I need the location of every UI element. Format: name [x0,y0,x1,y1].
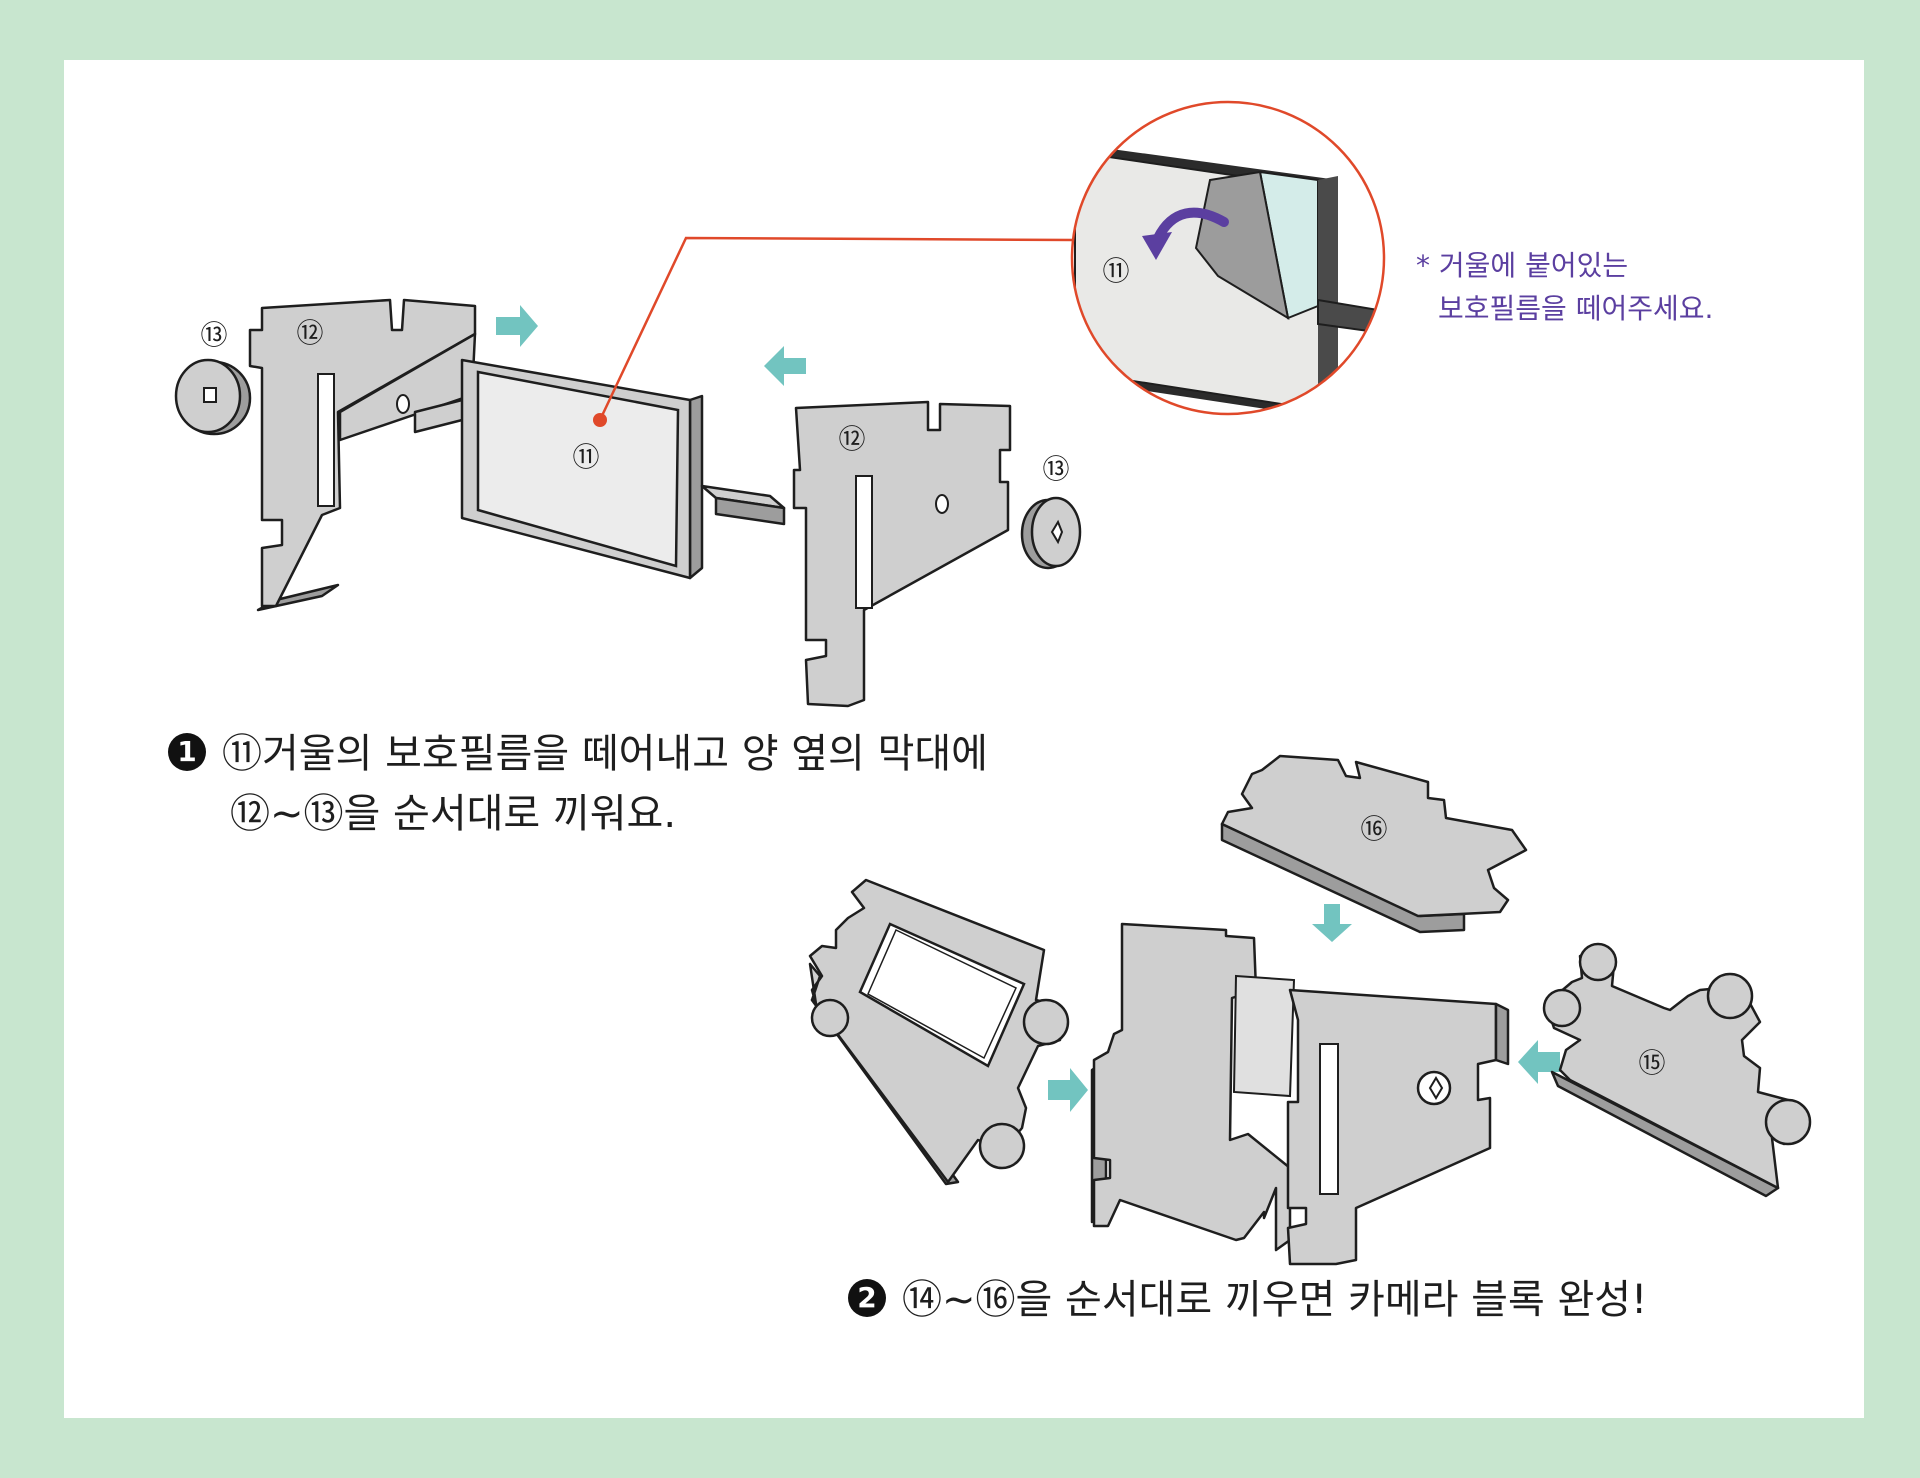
callout-dot [593,413,607,427]
zoom-callout-border [1070,100,1386,416]
note-line-1: * 거울에 붙어있는 [1416,249,1629,282]
label-16: ⑯ [1361,815,1388,846]
panel-12-right [792,400,1012,708]
instruction-panel [64,60,1864,1418]
panel-16 [1220,754,1528,934]
panel-15 [1542,942,1812,1198]
washer-13-right [1020,496,1082,570]
label-13-right: ⑬ [1043,455,1070,486]
panel-14 [808,878,1070,1186]
label-15: ⑮ [1639,1049,1666,1080]
callout-line [598,236,1076,421]
arrow-right-icon [496,305,538,347]
protective-film-note: * 거울에 붙어있는 보호필름을 떼어주세요. [1416,244,1713,331]
label-13-left: ⑬ [201,321,228,352]
mirror-11 [460,358,786,580]
step-1-instruction: 1 ⑪거울의 보호필름을 떼어내고 양 옆의 막대에 ⑫~⑬을 순서대로 끼워요. [168,724,988,844]
zoom-callout [1072,102,1384,414]
label-11-zoom: ⑪ [1103,257,1130,288]
step-2-line-1: ⑭~⑯을 순서대로 끼우면 카메라 블록 완성! [902,1277,1648,1323]
label-12-right: ⑫ [839,425,866,456]
step-2-number: 2 [848,1279,886,1317]
panel-12-left [248,298,477,612]
step-1-line-2: ⑫~⑬을 순서대로 끼워요. [230,791,677,837]
washer-13-left [174,358,252,436]
arrow-down-icon [1312,904,1352,942]
center-frame [1090,922,1510,1266]
step-1-line-1: ⑪거울의 보호필름을 떼어내고 양 옆의 막대에 [222,731,988,777]
label-12-left: ⑫ [297,319,324,350]
step-1-number: 1 [168,733,206,771]
arrow-left-icon [1518,1040,1560,1084]
arrow-left-icon [764,346,806,386]
arrow-right-icon [1048,1068,1088,1112]
step-2-instruction: 2 ⑭~⑯을 순서대로 끼우면 카메라 블록 완성! [848,1270,1647,1330]
note-line-2: 보호필름을 떼어주세요. [1438,292,1714,326]
label-11-mirror: ⑪ [573,443,600,474]
